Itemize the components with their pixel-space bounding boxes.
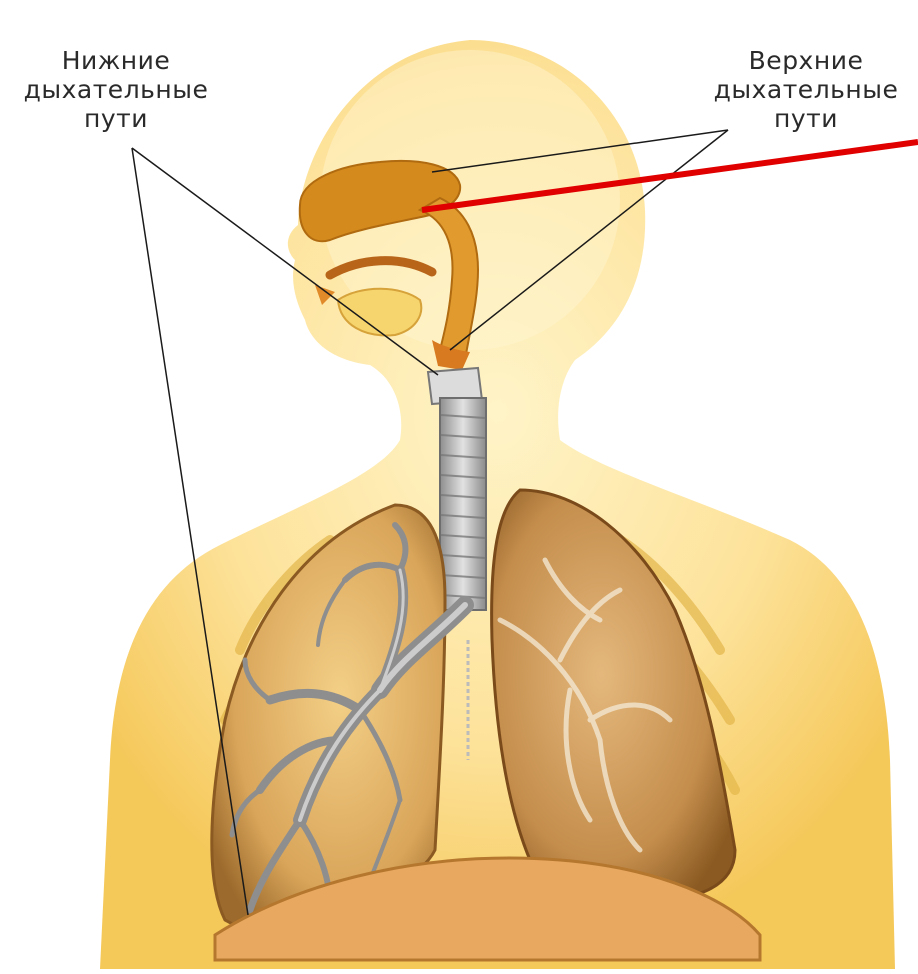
lower-airways-line-2: дыхательные [4, 75, 228, 104]
upper-airways-line-2: дыхательные [694, 75, 918, 104]
upper-airways-line-3: пути [694, 104, 918, 133]
upper-airways-label: Верхние дыхательные пути [694, 46, 918, 133]
lower-airways-line-3: пути [4, 104, 228, 133]
lower-airways-line-1: Нижние [4, 46, 228, 75]
lower-airways-label: Нижние дыхательные пути [4, 46, 228, 133]
upper-airways-line-1: Верхние [694, 46, 918, 75]
